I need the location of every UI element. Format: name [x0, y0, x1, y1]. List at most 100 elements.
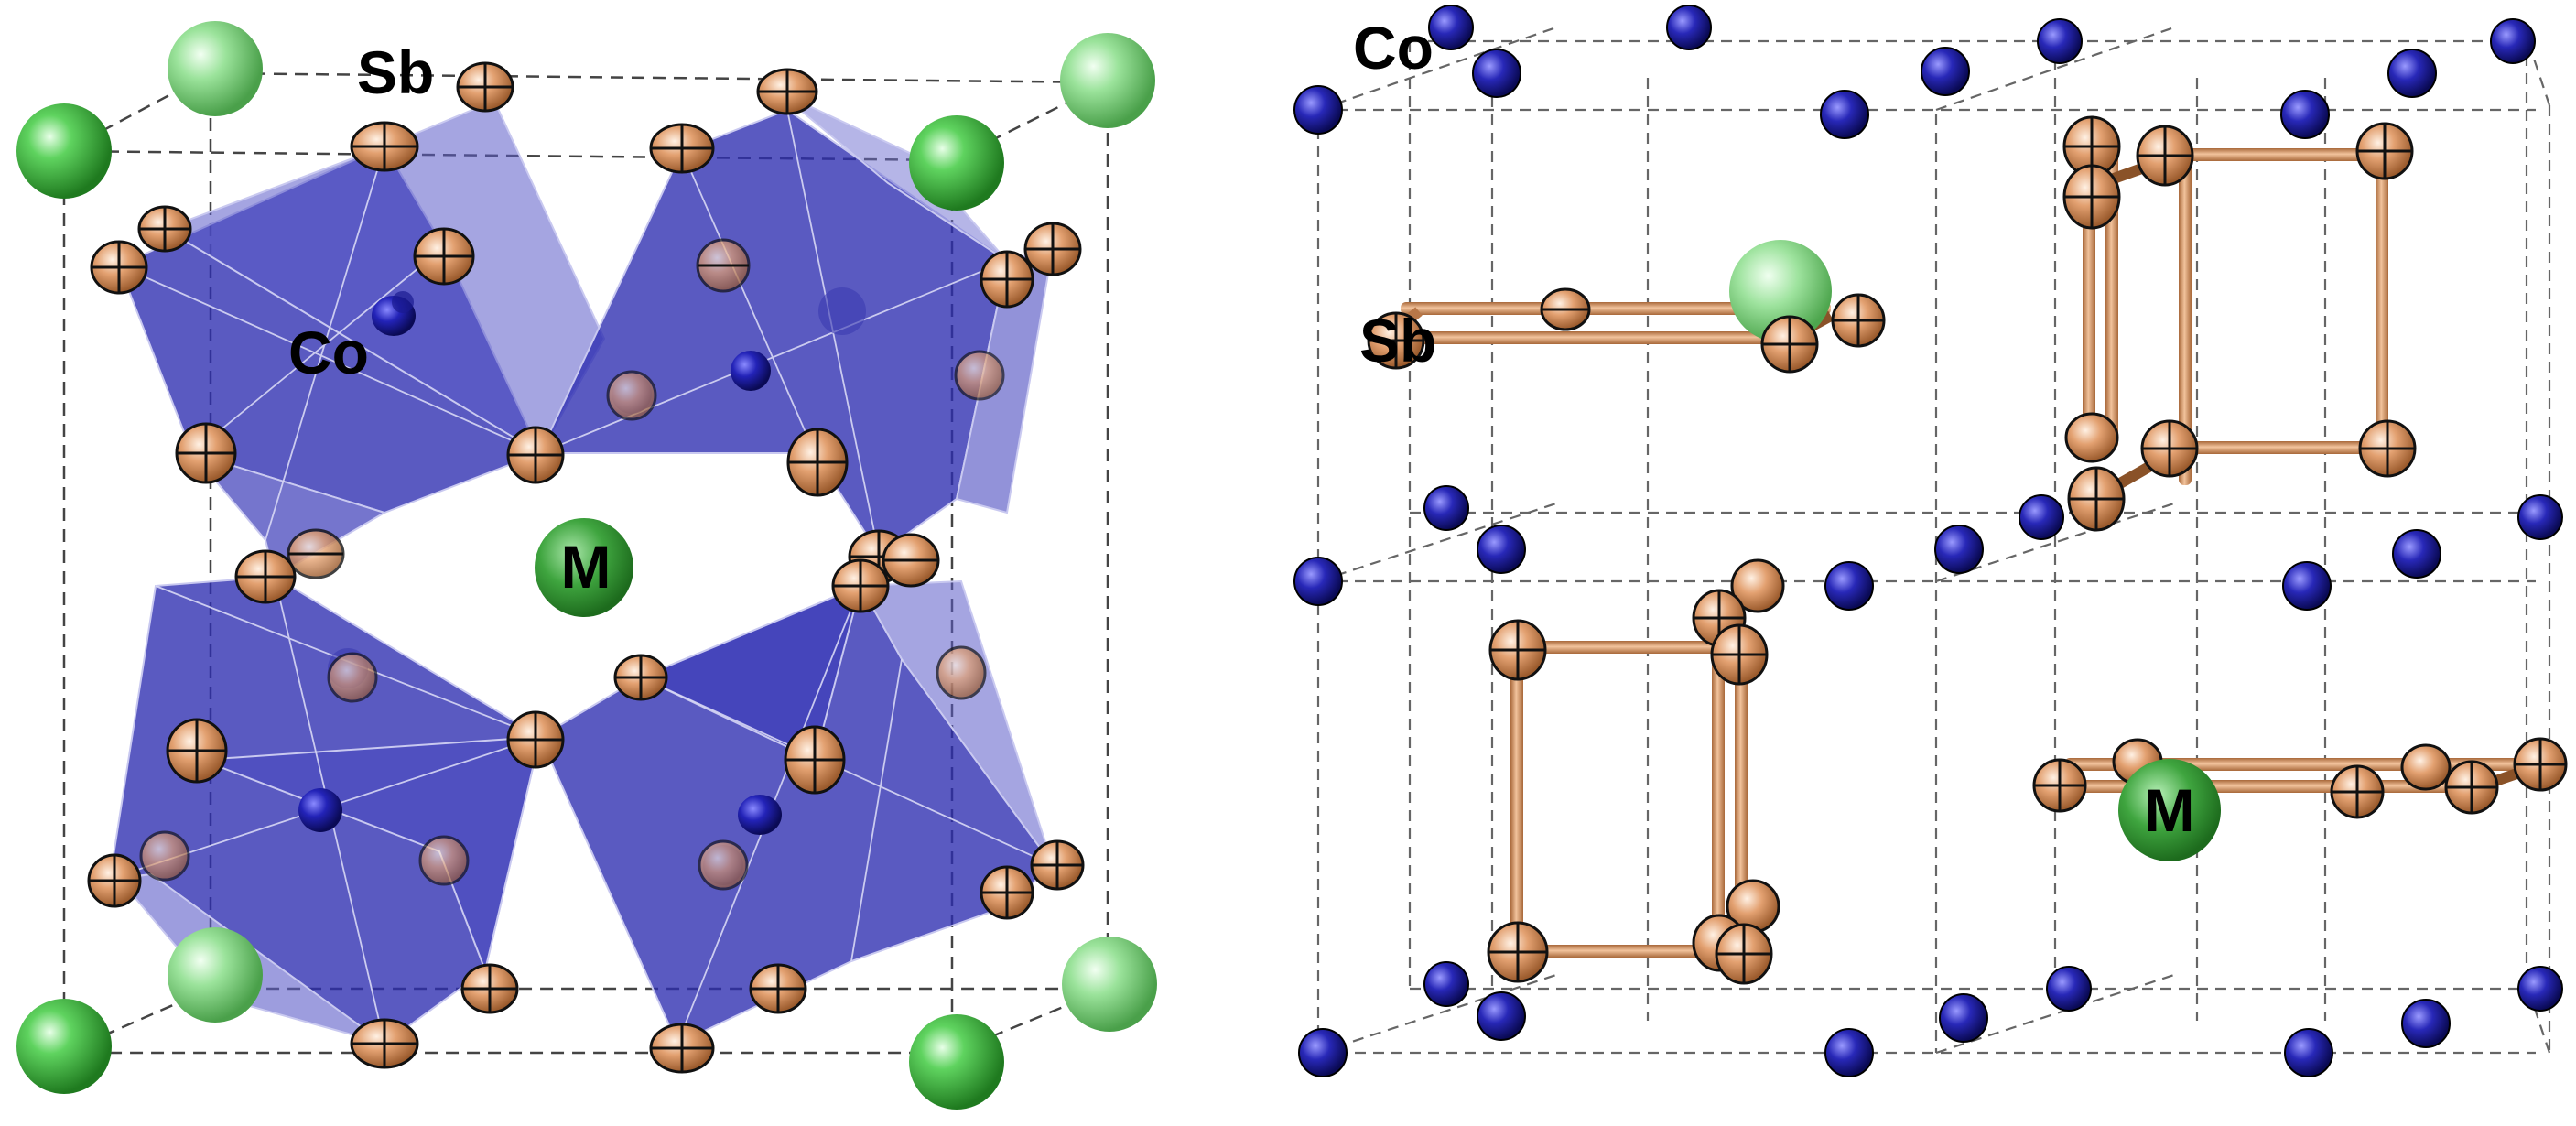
sb-atom	[2330, 764, 2385, 819]
co-atom	[1824, 1028, 1874, 1077]
co-atom	[2019, 494, 2064, 540]
co-atom	[1293, 85, 1343, 135]
sb-atom	[2062, 164, 2121, 230]
sb-atom	[649, 123, 715, 174]
co-atom	[1428, 5, 1474, 50]
sb-atom	[698, 839, 749, 891]
co-atom	[818, 287, 866, 335]
sb-atom	[90, 240, 148, 295]
co-atom	[2517, 494, 2563, 540]
sb-atom	[2400, 743, 2452, 791]
corner-sphere	[16, 103, 112, 199]
sb-atom	[87, 853, 142, 908]
co-atom	[2401, 999, 2451, 1048]
sb-atom	[2444, 760, 2499, 815]
co-atom	[2392, 529, 2441, 579]
corner-sphere	[909, 115, 1004, 211]
sb-atom	[1710, 623, 1769, 686]
sb-atom	[2358, 419, 2417, 478]
co-atom	[1934, 525, 1984, 574]
co-atom	[738, 795, 782, 835]
sb-atom	[418, 835, 470, 886]
sb-atom	[2513, 737, 2568, 792]
cobalt-atoms	[1293, 5, 2563, 1077]
polyhedral-structure-panel: Sb Co M	[0, 0, 1282, 1126]
corner-sphere	[1060, 33, 1155, 128]
sb-atom	[350, 1018, 419, 1069]
sb4-ring-top-right	[2083, 142, 2388, 500]
corner-sphere	[168, 21, 263, 116]
label-sb: Sb	[1359, 307, 1436, 374]
sb-atom	[786, 428, 849, 497]
co-atom	[1824, 561, 1874, 611]
sb-atom	[2136, 125, 2194, 187]
sb-atom	[137, 205, 192, 253]
sb-atom	[954, 350, 1005, 401]
co-atom	[2387, 49, 2437, 98]
sb-atom	[1487, 921, 1549, 983]
ring-structure-diagram: Co Sb M	[1293, 5, 2568, 1077]
co-atom	[1820, 90, 1869, 139]
sb-atom	[1488, 619, 1547, 681]
corner-sphere	[16, 999, 112, 1094]
sb-atom	[1023, 222, 1082, 276]
sb-atom	[936, 645, 987, 700]
label-m: M	[2145, 776, 2195, 844]
sb-atom	[1030, 839, 1085, 891]
co-atom	[1939, 993, 1988, 1043]
label-co: Co	[288, 319, 369, 386]
sb-atom	[460, 963, 519, 1014]
sb-atom	[606, 370, 657, 421]
sb-atom	[1831, 293, 1886, 348]
sb-atom	[980, 250, 1034, 309]
sb-atom	[175, 422, 237, 484]
co-atom	[392, 291, 414, 313]
sb-atom	[139, 830, 190, 882]
co-atom	[1477, 991, 1526, 1041]
corner-sphere	[168, 927, 263, 1023]
sb-atom	[2067, 466, 2126, 532]
guest-atom-m	[535, 518, 633, 617]
sb-atom	[327, 652, 378, 703]
label-sb: Sb	[357, 38, 434, 106]
sb-atom	[506, 426, 565, 484]
co-atom	[2282, 561, 2332, 611]
sb-atom	[1367, 311, 1425, 370]
co-atom	[2280, 90, 2330, 139]
co-atom	[2517, 966, 2563, 1012]
sb-atom	[613, 654, 668, 701]
corner-sphere	[1062, 937, 1157, 1032]
corner-sphere	[909, 1014, 1004, 1110]
label-m: M	[561, 533, 612, 601]
sb-atom	[287, 528, 345, 579]
sb4-ring-top-left-atoms	[1367, 287, 1886, 374]
sb-atom	[749, 963, 807, 1014]
sb-atom	[1730, 558, 1785, 613]
sb4-ring-bottom-left-atoms	[1487, 558, 1785, 985]
co-atom	[1423, 485, 1469, 531]
co-atom	[298, 788, 342, 832]
cobalt-cube-grid	[1316, 26, 2551, 1055]
co-atom	[1472, 49, 1521, 98]
sb-atom	[234, 549, 297, 604]
sb-atom	[2064, 412, 2119, 463]
sb-atom	[1540, 287, 1591, 331]
guest-atom-m	[2118, 759, 2221, 861]
sb-atom	[696, 238, 751, 293]
sb-atom	[2032, 758, 2087, 813]
sb-atom	[413, 227, 475, 286]
guest-sphere	[1729, 240, 1832, 342]
sb-atom	[649, 1023, 715, 1074]
co-atom	[2046, 966, 2092, 1012]
co-atom	[731, 351, 771, 391]
sb-atom	[2355, 122, 2414, 180]
label-co: Co	[1353, 14, 1434, 81]
sb-atom	[980, 865, 1034, 920]
co-atom	[1921, 47, 1970, 96]
co-atom	[1477, 525, 1526, 574]
co-atom	[2037, 18, 2083, 64]
polyhedral-structure-diagram: Sb Co M	[16, 21, 1157, 1110]
co-atom	[1293, 557, 1343, 606]
co-atom	[1423, 961, 1469, 1007]
sb-atom	[831, 558, 890, 613]
